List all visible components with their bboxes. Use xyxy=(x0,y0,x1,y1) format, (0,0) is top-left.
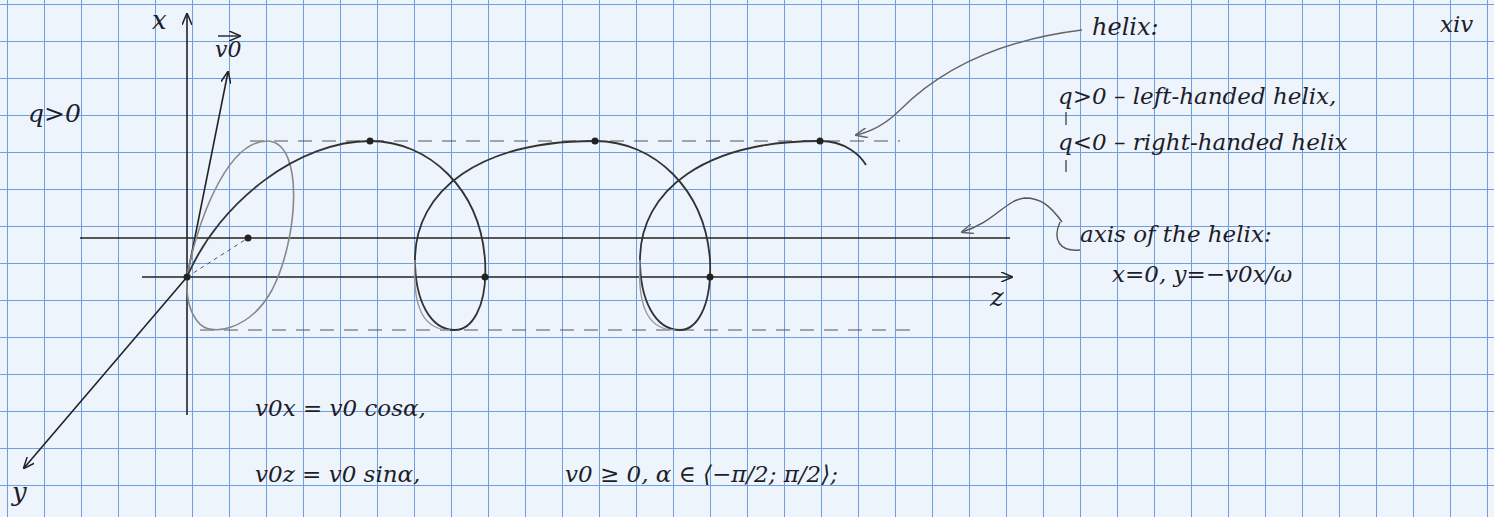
velocity-formula: v0x = v0 cosα, xyxy=(255,396,426,421)
handedness-note: q>0 – left-handed helix, xyxy=(1058,84,1336,109)
helix-title: helix: xyxy=(1092,14,1159,40)
axis-label: y xyxy=(12,478,27,507)
axis-formula: x=0, y=−v0x/ω xyxy=(1112,262,1292,287)
page-number: xiv xyxy=(1440,12,1473,37)
handedness-note: q<0 – right-handed helix xyxy=(1058,130,1347,155)
velocity-condition: v0 ≥ 0, α ∈ ⟨−π/2; π/2⟩; xyxy=(565,462,838,487)
axis-label: x xyxy=(152,6,167,35)
velocity-formula: v0z = v0 sinα, xyxy=(255,462,420,487)
vector-label: v0 xyxy=(215,38,241,62)
axis-note: axis of the helix: xyxy=(1080,222,1272,247)
charge-sign: q>0 xyxy=(28,100,81,128)
axis-label: z xyxy=(990,283,1004,312)
